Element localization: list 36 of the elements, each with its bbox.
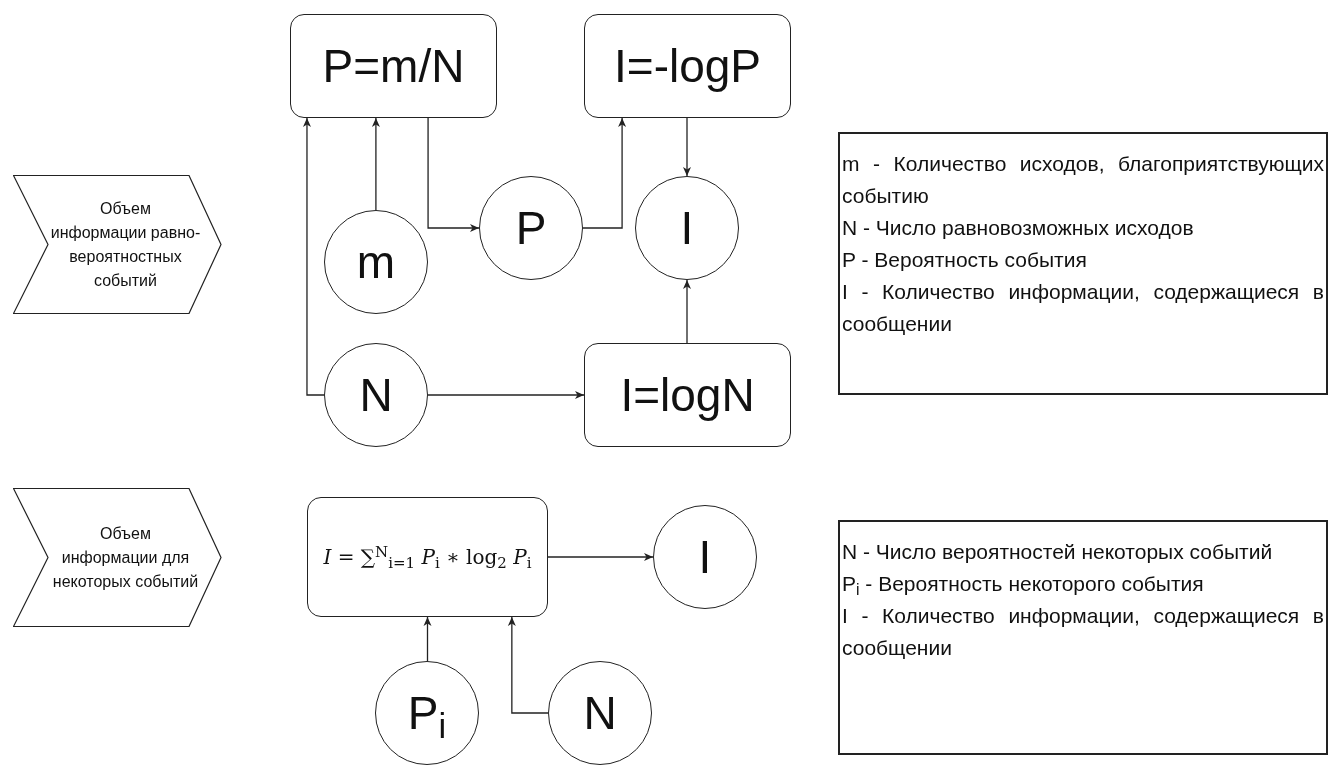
arrow [423, 616, 432, 662]
note-text: P - Вероятность события [842, 247, 1088, 273]
note-text: P$_{i}$ - Вероятность некоторого события [842, 571, 1205, 600]
node-label: I [680, 205, 694, 251]
chevron-label: Объем информации равно- вероятностных событий [50, 198, 201, 291]
formula-text: I = ∑$^{N}$$_{i=1}$ P$_{i}$ ∗ log$_{2}$ P$_{i}$ [323, 547, 532, 567]
node-label: N [359, 372, 393, 418]
note-text: I - Количество информации, содержащиеся в сообщении [842, 603, 1324, 661]
node-label: P [515, 205, 547, 251]
arrow [547, 553, 654, 561]
process-box [290, 14, 497, 118]
node-label: P$_{i}$ [407, 690, 447, 736]
note-box [838, 132, 1328, 395]
arrow [683, 117, 691, 177]
arrow [302, 117, 325, 396]
chevron-shape [13, 488, 222, 627]
arrow [683, 279, 691, 344]
formula-label: P=m/N [322, 43, 465, 89]
process-box [584, 343, 791, 447]
arrow [371, 117, 380, 211]
node-label: I [698, 534, 712, 580]
arrow [507, 616, 549, 714]
chevron-shape [13, 175, 222, 314]
process-box [584, 14, 791, 118]
note-text: I - Количество информации, содержащиеся в сообщении [842, 279, 1324, 337]
node-label: m [356, 239, 396, 285]
note-box [838, 520, 1328, 755]
arrow [427, 117, 480, 232]
note-text: m - Количество исходов, благоприятствующих событию [842, 151, 1324, 209]
arrow [582, 117, 627, 229]
note-text: N - Число вероятностей некоторых событий [842, 539, 1274, 565]
arrow [427, 391, 585, 399]
note-text: N - Число равновозможных исходов [842, 215, 1195, 241]
chevron-label: Объем информации для некоторых событий [51, 523, 200, 592]
formula-box [307, 497, 548, 617]
node-label: N [583, 690, 617, 736]
